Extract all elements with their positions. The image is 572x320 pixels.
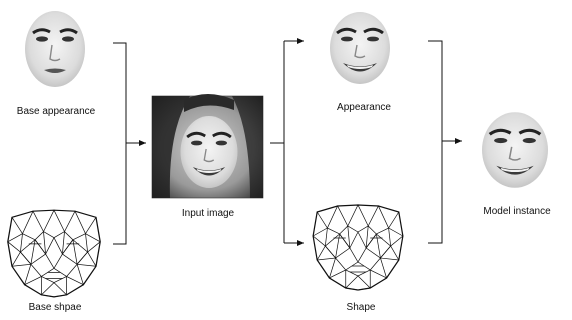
base-appearance-image [25,11,85,87]
arrow-input-to-appearance-shape [270,41,304,243]
label-base-shape: Base shpae [29,302,82,313]
appearance-image [330,12,390,84]
model-instance-image [482,112,548,188]
label-base-appearance: Base appearance [17,106,95,117]
label-appearance: Appearance [337,102,391,113]
arrow-base-to-input [113,43,146,244]
label-input-image: Input image [182,208,234,219]
base-shape-mesh [8,210,100,297]
input-image-photo [152,94,263,198]
shape-mesh [313,205,403,290]
label-shape: Shape [347,302,376,313]
arrow-to-model-instance [428,41,462,243]
label-model-instance: Model instance [483,206,550,217]
